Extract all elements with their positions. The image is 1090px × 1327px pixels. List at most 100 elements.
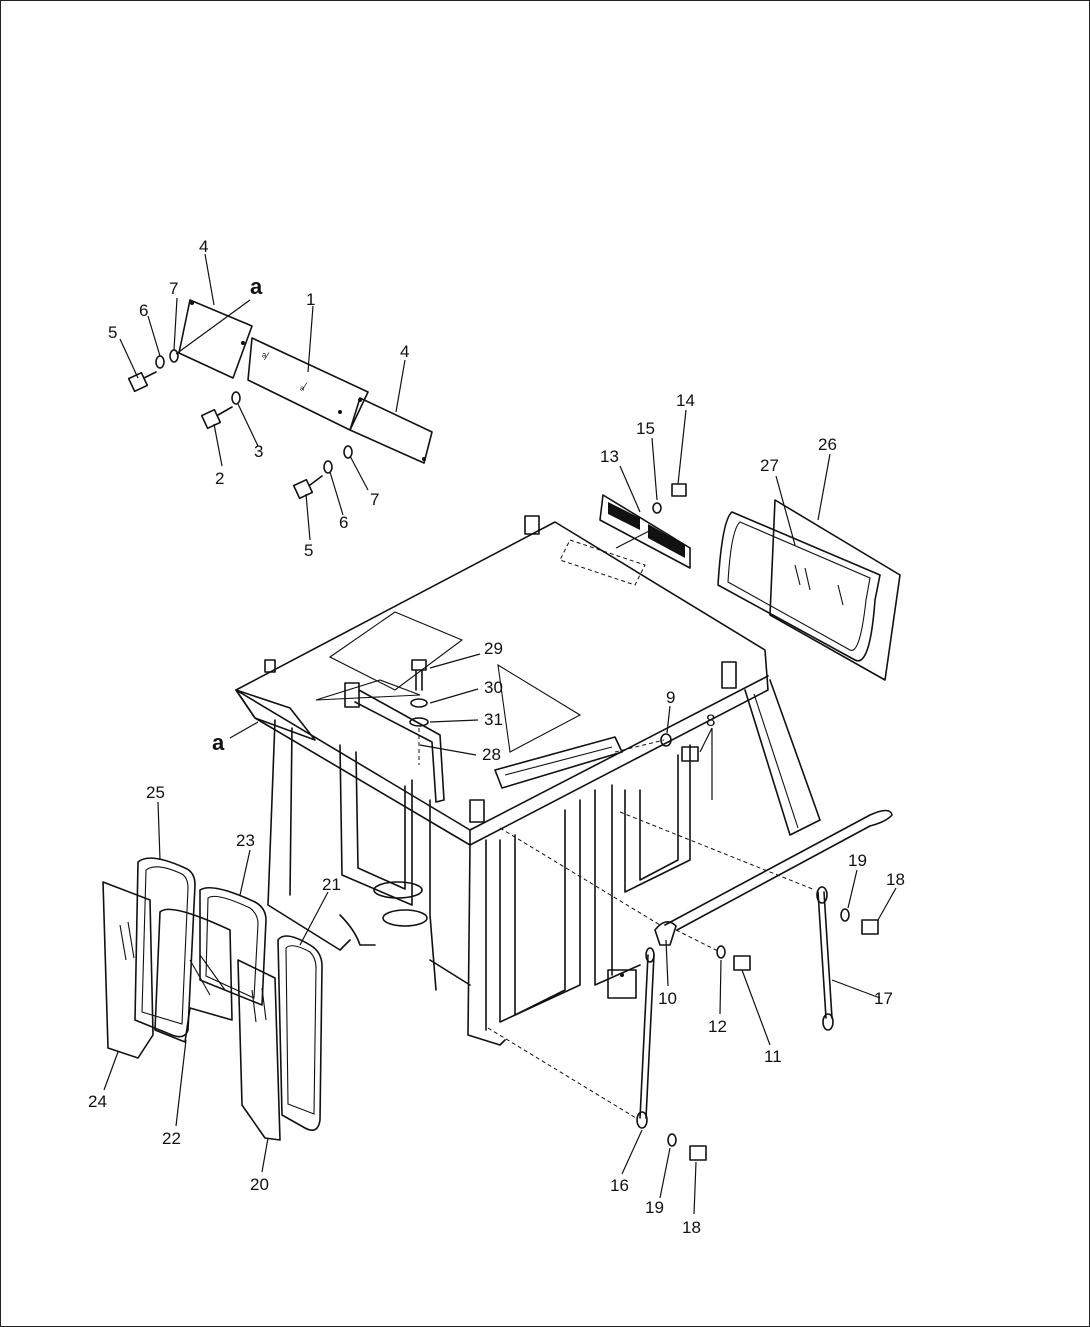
part-label-19a: 19 — [848, 851, 867, 870]
washer-upper-7 — [169, 349, 179, 363]
washer-upper-6 — [155, 355, 165, 369]
roof-lamp — [524, 515, 540, 535]
part-label-2: 2 — [215, 469, 224, 488]
rod-upper — [664, 809, 893, 931]
part-label-18b: 18 — [682, 1218, 701, 1237]
rod-assembly — [487, 809, 893, 1161]
seal-23 — [199, 886, 267, 1006]
washer-lower-7 — [343, 445, 353, 459]
svg-text:ₐ⁄: ₐ⁄ — [300, 381, 308, 393]
part-label-27: 27 — [760, 456, 779, 475]
part-label-21: 21 — [322, 875, 341, 894]
ref-mark-a-top: a — [250, 274, 263, 299]
part-label-23: 23 — [236, 831, 255, 850]
cover-plate-upper — [178, 299, 253, 379]
part-label-8: 8 — [706, 711, 715, 730]
bolt-upper — [127, 371, 157, 393]
screw-14 — [671, 483, 687, 497]
side-glass-assembly — [102, 857, 323, 1141]
washer-9 — [660, 733, 672, 747]
rear-glass-26 — [769, 499, 901, 681]
vent-bar — [494, 736, 623, 789]
part-label-4b: 4 — [400, 342, 409, 361]
leaders-body — [103, 409, 897, 1215]
seal-25 — [134, 857, 196, 1038]
front-left-pillar — [267, 719, 351, 951]
hook-10 — [654, 921, 677, 946]
part-number-labels: 1 2 3 4 4 5 5 6 6 7 7 8 9 10 11 12 13 14… — [88, 237, 905, 1237]
svg-text:ᵃ⁄: ᵃ⁄ — [262, 351, 270, 363]
part-label-19b: 19 — [645, 1198, 664, 1217]
part-label-25: 25 — [146, 783, 165, 802]
washer-lower-6 — [323, 460, 333, 474]
part-label-7b: 7 — [370, 490, 379, 509]
part-label-5a: 5 — [108, 323, 117, 342]
link-16-bottom-eye — [636, 1111, 648, 1129]
part-label-7a: 7 — [169, 279, 178, 298]
part-label-17: 17 — [874, 989, 893, 1008]
vent-grille-13 — [599, 483, 691, 569]
part-label-11: 11 — [764, 1047, 782, 1066]
part-label-6b: 6 — [339, 513, 348, 532]
roof-bolt-stack — [409, 659, 429, 765]
part-label-4a: 4 — [199, 237, 208, 256]
part-label-1: 1 — [306, 290, 315, 309]
bolt-lower — [292, 475, 323, 500]
washer-31 — [409, 717, 429, 727]
rear-glass-assembly — [717, 499, 901, 681]
washer-30 — [410, 698, 428, 708]
washer-15 — [652, 502, 662, 514]
reference-marks: a a — [212, 274, 263, 755]
glass-24 — [102, 881, 154, 1059]
part-label-10: 10 — [658, 989, 677, 1008]
cover-plate-lower — [349, 397, 433, 464]
part-label-5b: 5 — [304, 541, 313, 560]
part-label-26: 26 — [818, 435, 837, 454]
part-label-31: 31 — [484, 710, 503, 729]
part-label-16: 16 — [610, 1176, 629, 1195]
bolt-11 — [733, 955, 751, 971]
rod-17-bottom-eye — [822, 1013, 834, 1031]
bottom-bracket — [607, 969, 637, 999]
bolt-2 — [200, 406, 233, 430]
part-label-22: 22 — [162, 1129, 181, 1148]
ref-mark-a-side: a — [212, 730, 225, 755]
part-label-29: 29 — [484, 639, 503, 658]
part-label-3: 3 — [254, 442, 263, 461]
washer-19-upper — [840, 908, 850, 922]
bolt-18-lower — [689, 1145, 707, 1161]
seal-21 — [277, 935, 323, 1131]
fasteners-8-9 — [614, 733, 699, 762]
glass-22 — [154, 908, 233, 1043]
part-label-18a: 18 — [886, 870, 905, 889]
part-label-28: 28 — [482, 745, 501, 764]
part-label-13: 13 — [600, 447, 619, 466]
part-label-30: 30 — [484, 678, 503, 697]
part-label-12: 12 — [708, 1017, 727, 1036]
roof-front-bevel — [235, 689, 316, 741]
leaders-top — [119, 253, 406, 541]
washer-12 — [716, 945, 726, 959]
washer-3 — [231, 391, 241, 405]
top-plate-assembly: ᵃ⁄ ₐ⁄ — [127, 299, 433, 500]
rod-17-top-eye — [816, 886, 828, 904]
part-label-14: 14 — [676, 391, 695, 410]
glass-20 — [237, 959, 281, 1141]
roof-hatch — [328, 611, 464, 691]
handle-28 — [344, 682, 360, 708]
bolt-18-upper — [861, 919, 879, 935]
front-frame — [467, 844, 506, 1046]
part-label-15: 15 — [636, 419, 655, 438]
rear-right-pillar — [744, 679, 821, 836]
washer-19-lower — [667, 1133, 677, 1147]
link-16-top-eye — [645, 947, 655, 963]
part-label-24: 24 — [88, 1092, 107, 1111]
part-label-20: 20 — [250, 1175, 269, 1194]
part-label-9: 9 — [666, 688, 675, 707]
cab-body — [235, 515, 821, 1046]
bolt-8 — [681, 746, 699, 762]
bolt-29 — [411, 659, 427, 671]
rear-seal-27 — [717, 511, 881, 662]
